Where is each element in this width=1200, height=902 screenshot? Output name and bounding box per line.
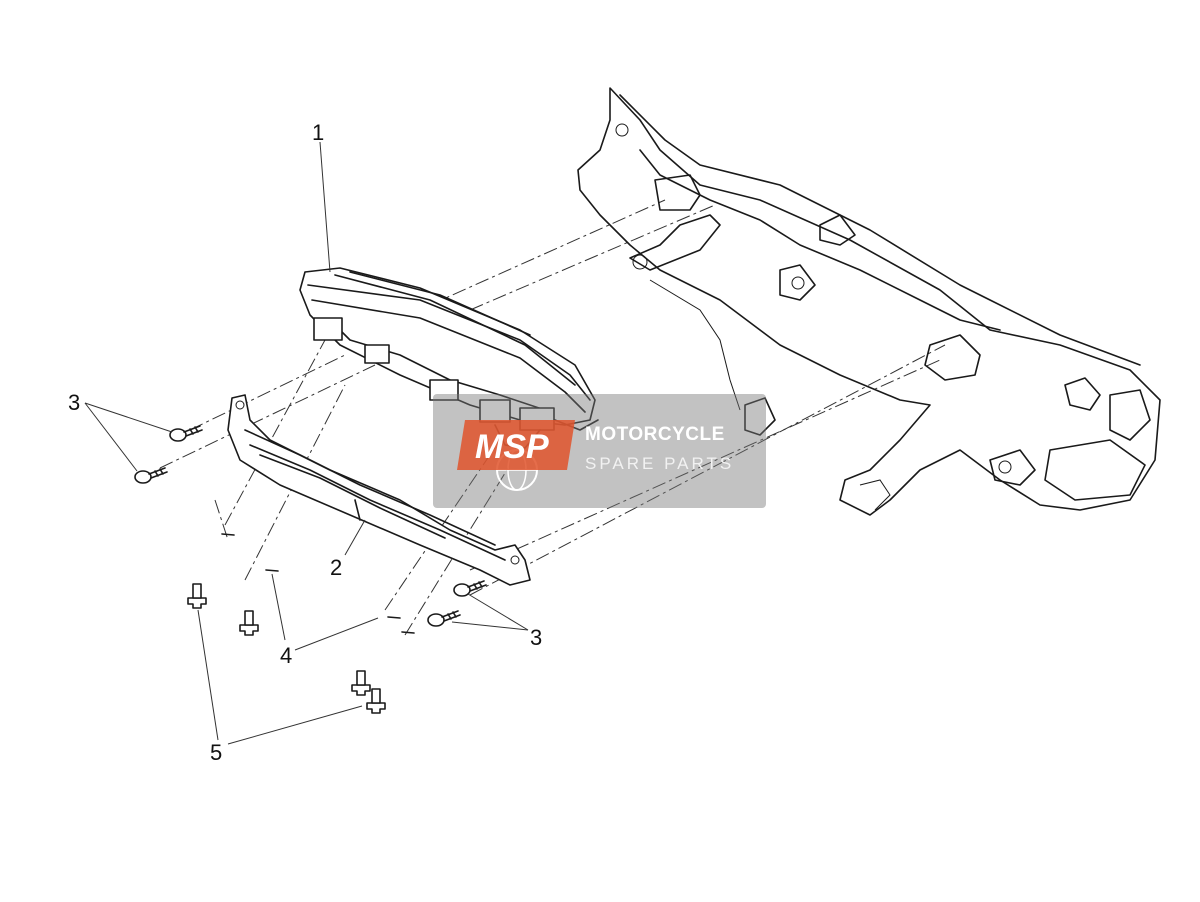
handlebar-rear-cover	[577, 87, 1161, 516]
logo-text: MSP	[475, 428, 549, 466]
callouts: 1 2 3 3 4 5	[68, 120, 542, 765]
screw-right-lower	[427, 610, 461, 627]
screw-lower-left	[134, 467, 168, 484]
pin-4	[366, 688, 386, 714]
washers	[221, 533, 415, 634]
screws	[134, 425, 487, 627]
pins	[187, 583, 386, 714]
callout-1: 1	[312, 120, 324, 145]
callout-2: 2	[330, 555, 342, 580]
watermark: MSP MOTORCYCLE SPARE PARTS	[433, 394, 766, 508]
pin-1	[187, 583, 207, 609]
support-bracket	[227, 394, 531, 586]
watermark-tagline: SPARE PARTS	[585, 454, 735, 473]
callout-3-right: 3	[530, 625, 542, 650]
screw-upper-left	[169, 425, 203, 442]
callout-3-left: 3	[68, 390, 80, 415]
callout-4: 4	[280, 643, 292, 668]
leader-lines	[84, 141, 529, 745]
instrument-cluster	[299, 267, 599, 449]
pin-3	[351, 670, 371, 696]
msp-logo-icon: MSP	[457, 420, 575, 491]
screw-right-upper	[453, 580, 487, 597]
pin-2	[239, 610, 259, 636]
callout-5: 5	[210, 740, 222, 765]
watermark-brand: MOTORCYCLE	[585, 424, 725, 445]
